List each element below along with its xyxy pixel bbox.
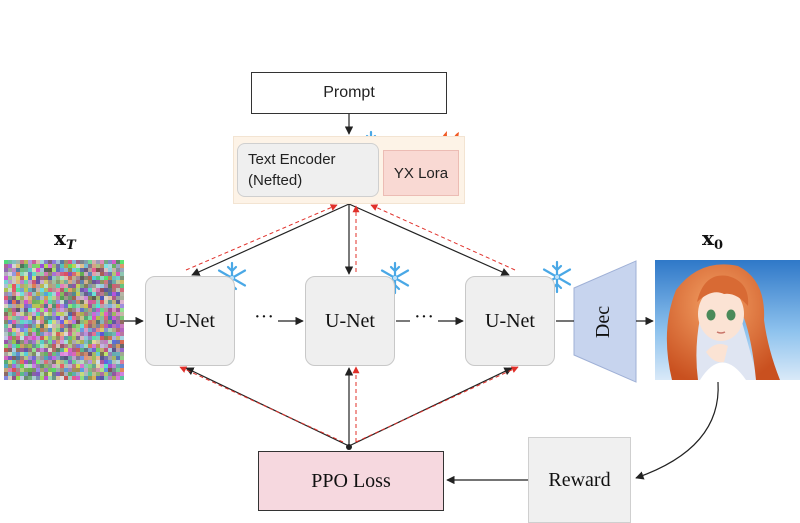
decoder-block (573, 260, 637, 383)
arrow-image-to-reward (635, 381, 719, 480)
input-label-main: x (54, 226, 66, 250)
grad-unet1-to-encoder (185, 204, 338, 271)
arrow-encoder-to-unet3 (348, 203, 510, 276)
text-encoder-label: Text Encoder (248, 151, 336, 168)
decoder-label: Dec (592, 305, 614, 339)
unet-label: U-Net (485, 309, 535, 332)
output-label: x0 (702, 226, 723, 253)
output-label-main: x (702, 226, 714, 250)
arrow-loss-to-unet3 (348, 367, 513, 447)
arrow-encoder-to-unet1 (191, 203, 350, 276)
ppo-loss-label: PPO Loss (311, 469, 391, 492)
ellipsis-2: ··· (414, 306, 434, 328)
unet-label: U-Net (325, 309, 375, 332)
prompt-box: Prompt (251, 72, 447, 114)
ppo-loss-box: PPO Loss (258, 451, 444, 511)
ellipsis-1: ··· (254, 306, 274, 328)
noise-image (4, 260, 124, 380)
text-encoder-sublabel: (Nefted) (248, 172, 303, 189)
unet-block-2: U-Net (305, 276, 395, 366)
input-label-sub: T (65, 238, 76, 253)
arrow-loss-to-unet1 (185, 367, 350, 447)
output-anime-image (655, 260, 800, 380)
gradient-arrows (179, 204, 519, 443)
unet-block-3: U-Net (465, 276, 555, 366)
text-encoder-box: Text Encoder (Nefted) (237, 143, 379, 197)
grad-loss-to-unet3 (355, 366, 519, 443)
reward-box: Reward (528, 437, 631, 523)
lora-box: YX Lora (383, 150, 459, 196)
reward-label: Reward (548, 468, 611, 491)
prompt-label: Prompt (323, 84, 375, 101)
output-label-sub: 0 (713, 238, 723, 253)
unet-label: U-Net (165, 309, 215, 332)
grad-unet3-to-encoder (370, 204, 516, 271)
unet-block-1: U-Net (145, 276, 235, 366)
loss-junction (346, 444, 352, 450)
input-label: xT (54, 226, 76, 253)
grad-loss-to-unet1 (179, 366, 344, 443)
lora-label: YX Lora (393, 164, 449, 182)
